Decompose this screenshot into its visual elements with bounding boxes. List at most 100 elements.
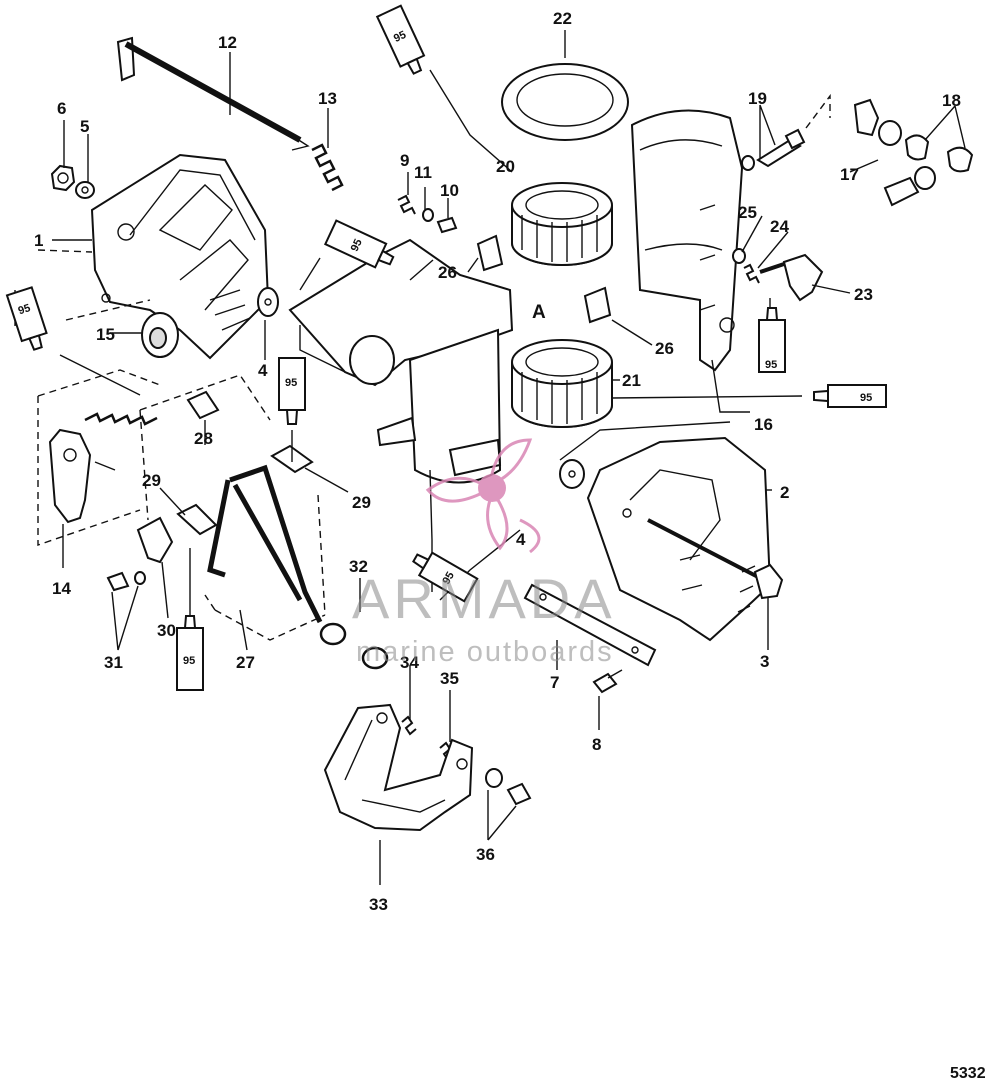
callout-20: 20 [496, 157, 515, 176]
part-21-bearing [511, 339, 613, 428]
part-36-hardware [485, 768, 532, 806]
callout-31: 31 [104, 653, 123, 672]
part-25-washer [732, 248, 746, 264]
part-24-spring [743, 263, 760, 284]
callout-labels: 1 2 3 4 4 4 5 6 7 8 9 10 11 12 13 14 15 … [34, 9, 961, 914]
part-7-plate [523, 583, 657, 667]
callout-25: 25 [738, 203, 757, 222]
tube-label: 95 [349, 237, 365, 253]
callout-A: A [532, 302, 546, 323]
part-5-washer [75, 181, 95, 199]
part-17-fitting-upper [853, 98, 902, 146]
tube-label: 95 [765, 359, 777, 371]
lubricant-tube-3: 95 [5, 286, 48, 351]
part-30-bracket [136, 516, 174, 564]
callout-13: 13 [318, 89, 337, 108]
tube-label: 95 [285, 377, 297, 389]
part-17-fitting-lower [883, 166, 936, 207]
part-1-clamp-bracket [90, 153, 270, 360]
propeller-logo-icon [425, 438, 541, 554]
figure-number: 5332 [950, 1065, 986, 1082]
part-28-pin [186, 390, 220, 420]
assembly-dashed-outlines [37, 93, 831, 641]
part-4-washer-right [559, 459, 585, 489]
part-20-bearing [511, 182, 613, 266]
callout-2: 2 [780, 483, 789, 502]
watermark-brand: ARMADA [352, 567, 616, 630]
callout-4b: 4 [516, 530, 526, 549]
part-14-tilt-lever [48, 412, 158, 524]
callout-9: 9 [400, 151, 409, 170]
tube-label: 95 [860, 392, 872, 404]
lubricant-tube-6: 95 [412, 551, 479, 603]
callout-33: 33 [369, 895, 388, 914]
lubricant-tube-7: 95 [758, 307, 786, 373]
part-26-pad-lower [583, 286, 612, 324]
tube-label: 95 [392, 29, 408, 45]
callout-21: 21 [622, 371, 641, 390]
callout-11: 11 [414, 163, 432, 182]
lubricant-tube-5: 95 [176, 615, 204, 691]
callout-27: 27 [236, 653, 255, 672]
armada-watermark: ARMADA marine outboards [352, 438, 616, 668]
callout-3: 3 [760, 652, 769, 671]
part-19-bolt [741, 128, 806, 171]
callout-35: 35 [440, 669, 459, 688]
part-29-bushing-lower [176, 503, 218, 536]
lubricant-tube-8: 95 [813, 384, 887, 408]
callout-30: 30 [157, 621, 176, 640]
callout-14: 14 [52, 579, 71, 598]
part-13-spring [311, 143, 344, 192]
lubricant-tube-2: 95 [323, 219, 395, 269]
callout-8: 8 [592, 735, 601, 754]
callout-26b: 26 [655, 339, 674, 358]
lubricant-tube-4: 95 [278, 357, 306, 425]
part-3-bolt [647, 518, 784, 600]
tube-label: 95 [183, 655, 195, 667]
tube-label: 95 [440, 570, 457, 587]
part-31-bolt [106, 571, 146, 592]
part-15-knob [141, 312, 179, 358]
callout-23: 23 [854, 285, 873, 304]
part-9-spring [397, 194, 416, 215]
callout-10: 10 [440, 181, 459, 200]
part-4-washer-left [257, 287, 279, 317]
callout-36: 36 [476, 845, 495, 864]
tube-label: 95 [17, 302, 32, 317]
callout-29a: 29 [142, 471, 161, 490]
part-27-lever-frame [207, 464, 323, 624]
lubricant-tube-1: 95 [375, 4, 426, 75]
part-10-screw [436, 216, 458, 234]
part-6-nut [50, 164, 76, 192]
callout-5: 5 [80, 117, 89, 136]
callout-7: 7 [550, 673, 559, 692]
watermark-tagline: marine outboards [356, 636, 614, 668]
callout-28: 28 [194, 429, 213, 448]
callout-26a: 26 [438, 263, 457, 282]
callout-32: 32 [349, 557, 368, 576]
part-8-screw [592, 669, 623, 694]
callout-34: 34 [400, 653, 419, 672]
part-11-washer [422, 208, 434, 222]
part-32-spring [319, 622, 389, 670]
callout-19: 19 [748, 89, 767, 108]
swivel-housing [288, 238, 514, 484]
callout-24: 24 [770, 217, 789, 236]
part-18-cap-right [946, 146, 974, 173]
callout-16: 16 [754, 415, 773, 434]
part-16-housing-half [630, 109, 744, 372]
callout-17: 17 [840, 165, 859, 184]
part-26-pad-upper [476, 234, 504, 272]
part-18-cap-left [904, 134, 930, 161]
callout-15: 15 [96, 325, 115, 344]
part-23-knob [759, 253, 824, 302]
part-22-ring [501, 63, 629, 141]
callout-22: 22 [553, 9, 572, 28]
callout-4a: 4 [258, 361, 268, 380]
callout-12: 12 [218, 33, 237, 52]
part-33-cradle [323, 703, 474, 832]
callout-18: 18 [942, 91, 961, 110]
callout-29b: 29 [352, 493, 371, 512]
part-34-spring [401, 715, 417, 736]
